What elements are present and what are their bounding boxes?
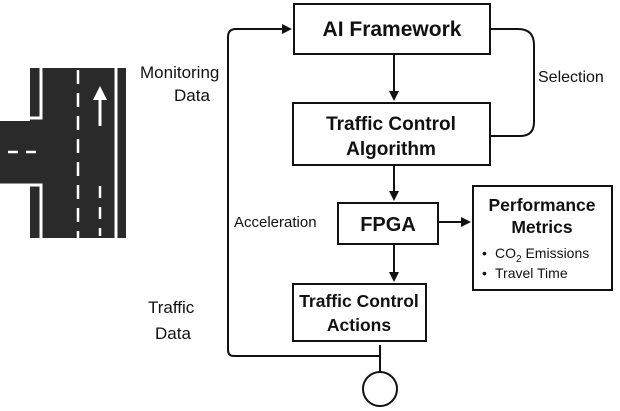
actions-label-line-2: Actions	[327, 315, 391, 335]
traffic-data-label-line-1: Traffic	[148, 298, 195, 317]
road-intersection-illustration	[0, 68, 126, 238]
traffic-data-label-line-2: Data	[155, 324, 191, 343]
acceleration-label: Acceleration	[234, 214, 317, 231]
actions-label-line-1: Traffic Control	[299, 291, 419, 311]
metric-item-travel-time: Travel Time	[495, 265, 568, 281]
ai-framework-box: AI Framework	[293, 3, 491, 55]
road-edge-line	[0, 68, 43, 120]
bullet-glyph: •	[482, 245, 487, 261]
ai-framework-label: AI Framework	[323, 18, 462, 41]
traffic-control-actions-box: Traffic Control Actions	[292, 283, 427, 342]
fpga-box: FPGA	[337, 202, 439, 245]
algorithm-label-line-1: Traffic Control	[326, 114, 456, 135]
metrics-title-line-2: Metrics	[511, 217, 573, 237]
fpga-label: FPGA	[360, 214, 416, 236]
output-node	[362, 371, 398, 407]
monitoring-data-label-line-2: Data	[174, 86, 210, 105]
metric-item-co2-emissions: CO2 Emissions	[495, 245, 589, 265]
lane-arrow-icon	[93, 86, 107, 126]
selection-connector	[490, 28, 535, 137]
traffic-control-algorithm-box: Traffic Control Algorithm	[292, 102, 491, 166]
bullet-glyph: •	[482, 265, 487, 281]
road-edge-line	[0, 183, 43, 238]
selection-label: Selection	[538, 69, 604, 86]
metrics-title-line-1: Performance	[489, 195, 596, 215]
algorithm-label-line-2: Algorithm	[346, 139, 436, 160]
performance-metrics-box: Performance Metrics • CO2 Emissions • Tr…	[472, 185, 613, 291]
monitoring-data-label-line-1: Monitoring	[140, 63, 219, 82]
feedback-loop-connector	[227, 24, 381, 357]
